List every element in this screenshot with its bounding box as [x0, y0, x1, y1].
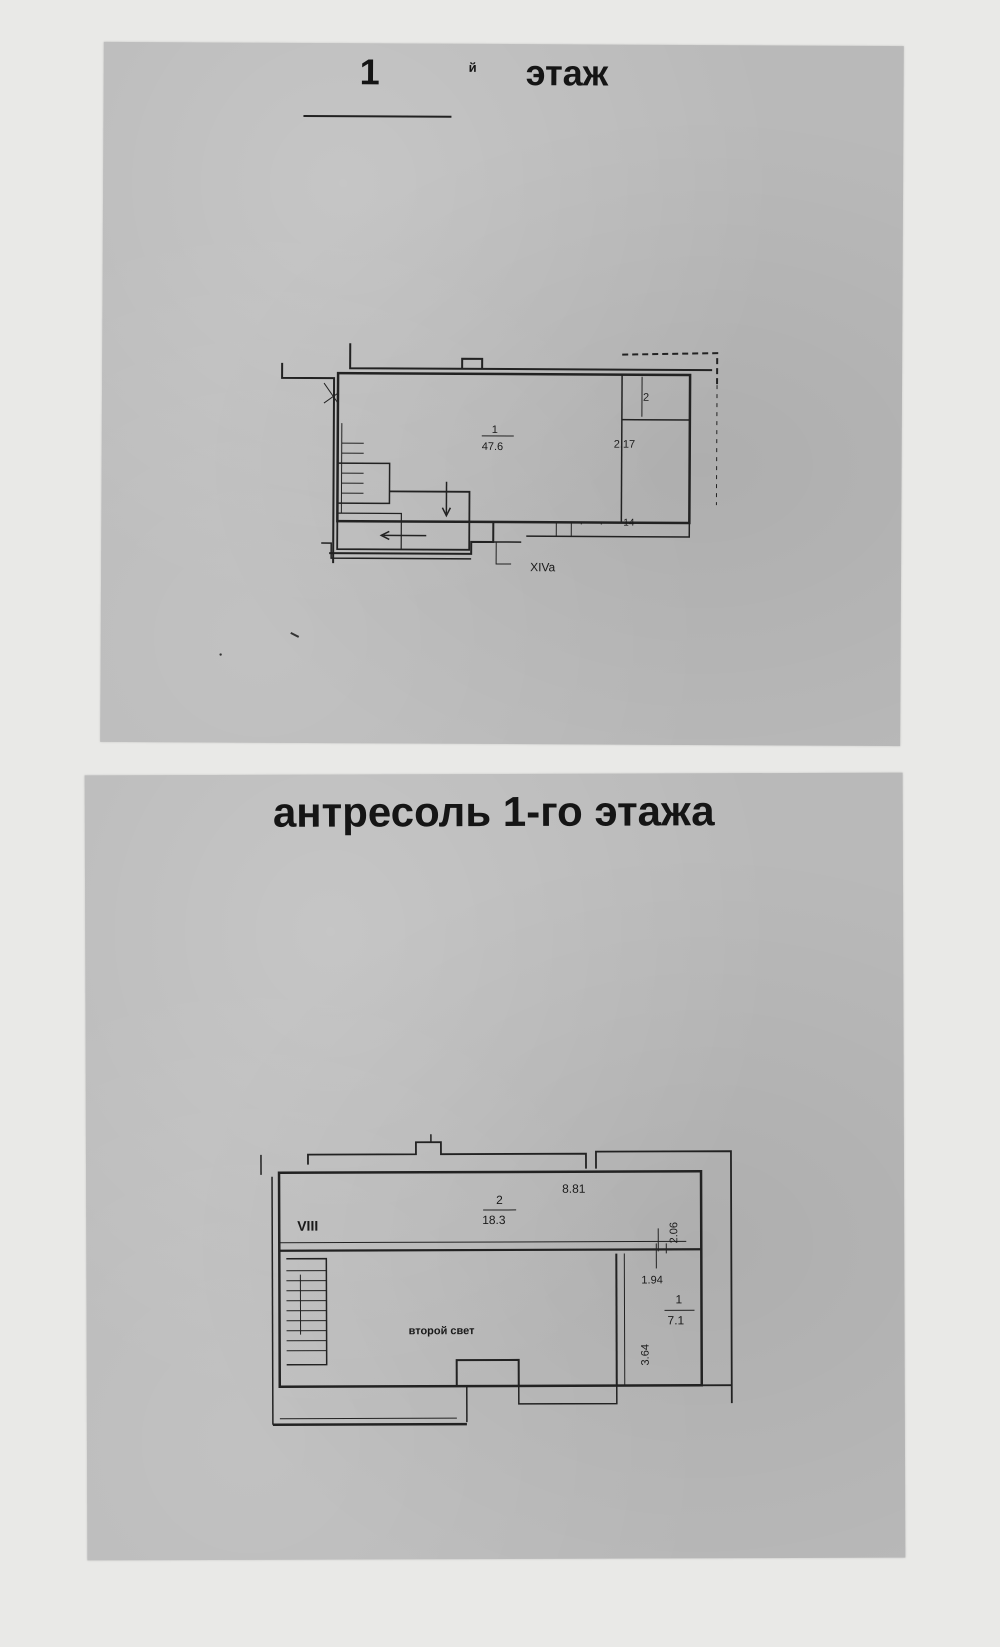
room-2-area: 18.3 — [482, 1213, 506, 1227]
dimension-height: 2.17 — [614, 439, 635, 451]
room-1-number: 1 — [492, 424, 498, 436]
dimension-width: 2.06 — [668, 1222, 680, 1243]
room-1-number: 1 — [675, 1292, 682, 1306]
small-label: 14 — [623, 518, 635, 529]
dimension-2: 3.64 — [640, 1344, 652, 1365]
room-1-area: 47.6 — [482, 441, 503, 453]
mezzanine-outline — [277, 1170, 704, 1389]
room-1-area: 7.1 — [668, 1313, 685, 1327]
floor-plan-sheet-2: антресоль 1-го этажа — [84, 772, 906, 1561]
floor1-plan-drawing: 1 47.6 2 2.17 14 XIVa — [219, 343, 719, 656]
floor-plan-sheet-1: 1 й этаж — [100, 41, 904, 747]
dimension-1: 1.94 — [641, 1274, 662, 1286]
section-label: XIVa — [530, 560, 556, 574]
room-numeral: VIII — [297, 1218, 318, 1234]
mezzanine-plan-drawing: 2 18.3 8.81 VIII 2.06 второй свет 1.94 1… — [260, 1134, 733, 1427]
room-1-outline — [336, 371, 692, 525]
room-2-number: 2 — [496, 1193, 503, 1207]
dimension-length: 8.81 — [562, 1182, 586, 1196]
left-outer-wall — [281, 362, 336, 564]
second-light-label: второй свет — [409, 1325, 476, 1337]
room-2-number: 2 — [643, 392, 649, 404]
